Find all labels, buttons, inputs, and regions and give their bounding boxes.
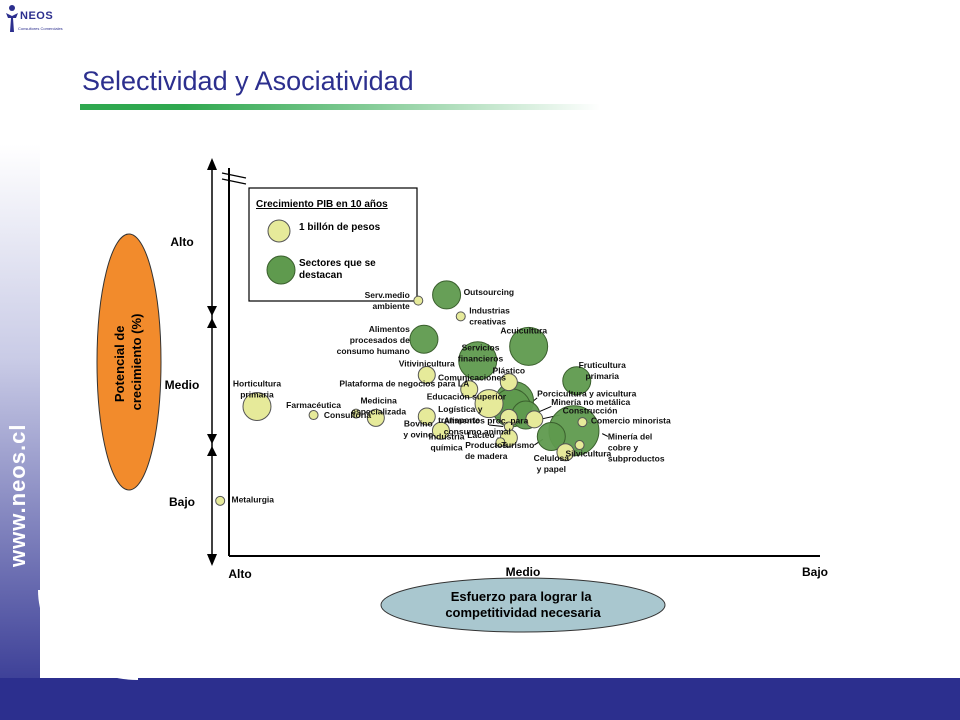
bubble-productos-de-madera — [495, 437, 506, 448]
x-tick-bajo: Bajo — [802, 565, 828, 579]
arrow-head-top — [207, 158, 217, 170]
bubble-metalurgia — [215, 495, 226, 506]
bubble-consultoria — [351, 408, 362, 419]
legend-swatch-small — [267, 219, 291, 243]
bubble-industrias-creativas — [455, 311, 466, 322]
logo-name: NEOS — [20, 10, 54, 22]
leader-line-5 — [488, 424, 504, 427]
bubble-label-plastico: Plástico — [493, 366, 526, 376]
legend-label-highlight: Sectores que se destacan — [299, 258, 379, 281]
arrow-head-medio-up — [207, 318, 217, 328]
bubble-industria-quimica — [431, 421, 450, 440]
bubble-label-porcicultura-y-avicultura: Porcicultura y avicultura — [537, 388, 636, 398]
y-axis-title: Potencial de crecimiento (%) — [96, 233, 162, 491]
range-arrows — [207, 158, 217, 566]
x-tick-medio: Medio — [506, 565, 541, 579]
bubble-label-lacteo: Lácteo — [467, 430, 494, 440]
bubble-silvicultura — [574, 440, 585, 451]
bubble-outsourcing — [432, 280, 462, 310]
x-axis-title-oval — [380, 577, 666, 633]
bubble-label-mineria-no-metalica: Minería no metálica — [551, 397, 630, 407]
x-tick-alto: Alto — [228, 567, 251, 581]
arrow-head-bajo-up — [207, 446, 217, 456]
bubble-label-plataforma-de-negocios-para-la: Plataforma de negocios para LA — [339, 378, 469, 388]
y-tick-labels: Alto Medio Bajo — [165, 235, 200, 509]
x-axis-title: Esfuerzo para lograr la competitividad n… — [380, 577, 666, 633]
bubble-label-educacion-superior: Educación superior — [427, 391, 507, 401]
bubble-label-comunicaciones: Comunicaciones — [438, 373, 506, 383]
bubble-medicina-especializada — [366, 408, 385, 427]
bubble-horticultura-primaria — [242, 391, 272, 421]
y-axis-title-oval — [96, 233, 162, 491]
legend-title: Crecimiento PIB en 10 años — [256, 199, 388, 210]
y-tick-bajo: Bajo — [169, 495, 195, 509]
legend-label-small: 1 billón de pesos — [299, 222, 381, 233]
bubble-plastico — [499, 373, 518, 392]
bubble-label-outsourcing: Outsourcing — [464, 287, 515, 297]
logo-tagline: Consultores Comerciales — [18, 26, 63, 31]
footer-bar — [0, 678, 960, 720]
bubble-label-acuicultura: Acuicultura — [500, 326, 547, 336]
bubble-plataforma-de-negocios-para-la — [460, 380, 479, 399]
arrow-head-alto-down — [207, 306, 217, 316]
bubble-construccion — [525, 410, 544, 429]
title-underline — [80, 104, 600, 110]
bubble-serv-medio-ambiente — [413, 295, 424, 306]
leader-line-7 — [602, 433, 609, 437]
bubble-label-vitivinicultura: Vitivinicultura — [399, 358, 455, 368]
bubble-acuicultura — [509, 326, 549, 366]
figure-icon — [6, 5, 18, 32]
x-tick-labels: Alto Medio Bajo — [228, 565, 828, 581]
y-tick-medio: Medio — [165, 378, 200, 392]
bubble-servicios-financieros — [458, 341, 498, 381]
y-tick-alto: Alto — [170, 235, 193, 249]
bubble-vitivinicultura — [417, 365, 436, 384]
legend: Crecimiento PIB en 10 años 1 billón de p… — [248, 187, 418, 302]
bubble-label-construccion: Construcción — [563, 406, 618, 416]
bubble-educacion-superior — [474, 389, 504, 419]
x-axis-title-text: Esfuerzo para lograr la competitividad n… — [445, 589, 601, 620]
arrow-head-bottom — [207, 554, 217, 566]
bubble-turismo — [536, 421, 566, 451]
bubble-farmaceutica — [308, 410, 319, 421]
neos-logo: NEOS Consultores Comerciales — [4, 4, 64, 38]
bubble-label-metalurgia: Metalurgia — [232, 494, 275, 504]
legend-swatch-highlight — [266, 255, 296, 285]
bubble-label-consultoria: Consultoría — [324, 410, 371, 420]
bubbles — [215, 280, 600, 506]
bubble-label-comercio-minorista: Comercio minorista — [591, 416, 671, 426]
bubble-label-silvicultura: Silvicultura — [565, 449, 611, 459]
arrow-head-medio-down — [207, 434, 217, 444]
bubble-bovino-y-ovino — [417, 407, 436, 426]
sidebar-gradient — [0, 0, 40, 720]
bubble-comercio-minorista — [577, 417, 588, 428]
axis-break-2 — [221, 178, 247, 185]
axis-break-1 — [221, 172, 247, 179]
bubble-fruticultura-primaria — [562, 366, 592, 396]
bubble-alimentos-procesados-de-consumo-humano — [409, 324, 439, 354]
bubble-label-turismo: Turismo — [501, 440, 534, 450]
axes — [221, 168, 820, 557]
page-title: Selectividad y Asociatividad — [82, 66, 414, 96]
y-axis-title-text: Potencial de crecimiento (%) — [112, 314, 144, 411]
bubble-celulosa-y-papel — [556, 443, 575, 462]
bubble-label-farmaceutica: Farmacéutica — [286, 400, 341, 410]
bubble-alimentos-proc-para-consumo-animal — [503, 421, 514, 432]
